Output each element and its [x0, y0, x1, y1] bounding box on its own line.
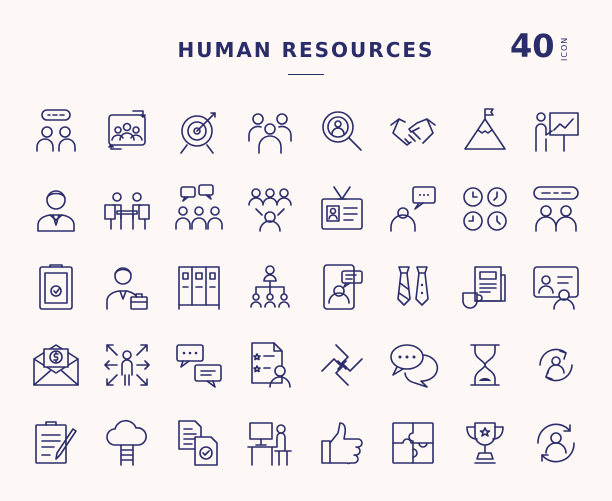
cloud-ladder-icon: [92, 404, 164, 482]
title-divider: [288, 74, 324, 75]
speech-bubbles-icon: [378, 326, 450, 404]
icon-grid: [20, 92, 592, 482]
business-presentation-icon: [521, 92, 593, 170]
target-icon: [163, 92, 235, 170]
candidate-search-icon: [306, 92, 378, 170]
newspaper-coffee-icon: [449, 248, 521, 326]
career-options-icon: [92, 326, 164, 404]
id-card-icon: [306, 170, 378, 248]
team-presentation-icon: [92, 92, 164, 170]
conversation-icon: [521, 170, 593, 248]
puzzle-icon: [378, 404, 450, 482]
icon-count-unit: ICON: [560, 36, 569, 62]
team-discussion-icon: [20, 92, 92, 170]
employee-cycle-icon: [521, 326, 593, 404]
video-interview-icon: [306, 248, 378, 326]
job-interview-icon: [92, 170, 164, 248]
world-clocks-icon: [449, 170, 521, 248]
hourglass-icon: [449, 326, 521, 404]
employee-briefcase-icon: [92, 248, 164, 326]
organization-chart-icon: [235, 248, 307, 326]
team-network-icon: [235, 170, 307, 248]
chat-messages-icon: [163, 326, 235, 404]
person-rotation-icon: [521, 404, 593, 482]
businessman-icon: [20, 170, 92, 248]
team-chat-icon: [163, 170, 235, 248]
neckties-icon: [378, 248, 450, 326]
online-meeting-icon: [521, 248, 593, 326]
handshake-icon: [378, 92, 450, 170]
clipboard-approved-icon: [20, 248, 92, 326]
file-cabinet-icon: [163, 248, 235, 326]
document-approval-icon: [163, 404, 235, 482]
teamwork-hands-icon: [306, 326, 378, 404]
office-workplace-icon: [235, 404, 307, 482]
salary-envelope-icon: [20, 326, 92, 404]
group-icon: [235, 92, 307, 170]
page-title: HUMAN RESOURCES: [177, 38, 435, 62]
trophy-icon: [449, 404, 521, 482]
mountain-goal-icon: [449, 92, 521, 170]
resume-rating-icon: [235, 326, 307, 404]
thumbs-up-icon: [306, 404, 378, 482]
consultant-chat-icon: [378, 170, 450, 248]
contract-signing-icon: [20, 404, 92, 482]
icon-count: 40: [510, 27, 555, 65]
